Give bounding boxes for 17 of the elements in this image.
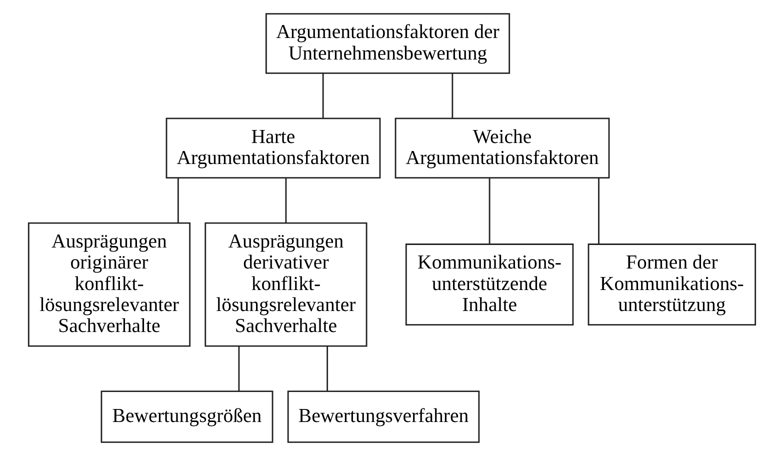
node-box: Weiche Argumentationsfaktoren [394, 118, 610, 179]
connector [488, 178, 490, 244]
node-box: Harte Argumentationsfaktoren [166, 118, 381, 179]
node-box: Ausprägungen derivativer konflikt- lösungsrelevanter Sachverhalte [204, 222, 368, 347]
node-box: Argumentationsfaktoren der Unternehmensbewertung [265, 13, 510, 74]
connector [285, 178, 287, 224]
node-box: Formen der Kommunikations- unterstützung [588, 244, 756, 326]
node-box: Kommunikations- unterstützende Inhalte [405, 244, 574, 326]
connector [322, 73, 324, 118]
connector [452, 73, 454, 118]
connector [177, 178, 179, 224]
node-box: Ausprägungen originärer konflikt- lösungsrelevanter Sachverhalte [28, 222, 191, 347]
node-box: Bewertungsverfahren [287, 390, 480, 443]
connector [598, 178, 600, 244]
connector [238, 346, 240, 392]
connector [326, 346, 328, 392]
node-box: Bewertungsgrößen [100, 390, 274, 443]
